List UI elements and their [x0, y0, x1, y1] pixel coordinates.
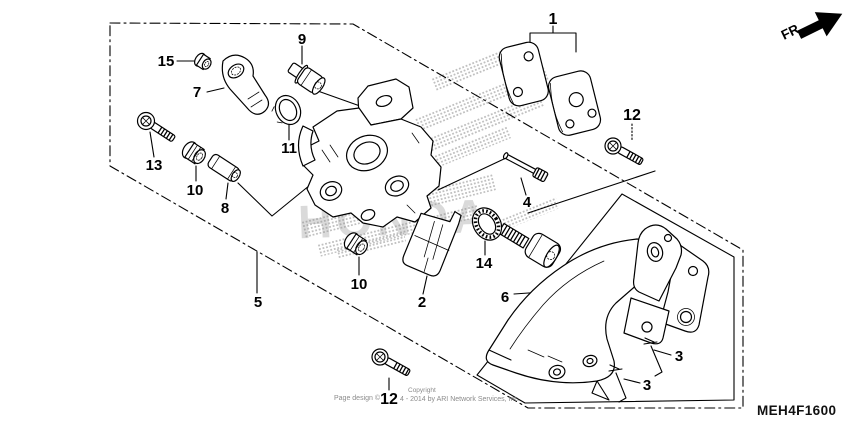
leader-2 [422, 275, 428, 295]
part-9-drawing [287, 62, 326, 95]
leader-7 [206, 87, 225, 93]
part-label-12b[interactable]: 12 [380, 391, 398, 408]
part-label-11[interactable]: 11 [281, 140, 297, 157]
part-label-8[interactable]: 8 [221, 200, 229, 217]
bracket-solid-boundary [476, 193, 735, 404]
part-label-7[interactable]: 7 [193, 84, 201, 101]
part-label-4[interactable]: 4 [523, 194, 532, 211]
copyright-line1: Copyright [408, 387, 436, 394]
part-12b-drawing [371, 348, 411, 376]
part-label-13[interactable]: 13 [146, 157, 163, 174]
part-10b-drawing [343, 232, 368, 256]
part-label-15[interactable]: 15 [158, 53, 175, 70]
part-2-drawing [402, 211, 462, 277]
part-bracket-drawing [485, 224, 710, 401]
part-label-12a[interactable]: 12 [623, 107, 641, 124]
part-label-6[interactable]: 6 [501, 289, 509, 306]
copyright-line2-right: 4 - 2014 by ARI Network Services, Inc. [400, 396, 520, 403]
part-7-drawing [221, 54, 270, 115]
part-label-3a[interactable]: 3 [675, 348, 683, 365]
subassembly-dashed-boundary [109, 22, 744, 409]
part-4-drawing [502, 152, 549, 183]
diagram-code: MEH4F1600 [757, 403, 837, 418]
part-14-drawing [471, 207, 503, 241]
part-label-2[interactable]: 2 [418, 294, 426, 311]
part-label-10a[interactable]: 10 [187, 182, 204, 199]
part-11-drawing [271, 94, 302, 126]
leader-1 [529, 25, 577, 53]
part-pad-b-drawing [547, 70, 602, 136]
part-pad-a-drawing [498, 41, 549, 107]
axis-line-9 [314, 89, 361, 107]
part-3b-drawing [608, 364, 627, 403]
leader-13 [149, 131, 155, 158]
leader-3b [623, 378, 641, 384]
part-label-5[interactable]: 5 [254, 294, 262, 311]
front-direction-indicator: FR. [779, 12, 843, 43]
leader-3a [653, 349, 672, 356]
part-3a-drawing [643, 337, 663, 377]
copyright-line2-left: Page design © [334, 395, 381, 402]
axis-line-12 [527, 170, 656, 214]
leader-4 [520, 177, 527, 196]
part-adjuster-drawing [497, 222, 562, 268]
leader-8 [225, 182, 229, 200]
part-10a-drawing [181, 141, 206, 165]
part-caliper-drawing [297, 78, 442, 228]
part-label-9[interactable]: 9 [298, 31, 306, 48]
part-label-3b[interactable]: 3 [643, 377, 651, 394]
front-marker-text: FR. [779, 20, 805, 43]
axis-line-4 [437, 157, 507, 191]
part-8-drawing [207, 153, 241, 182]
part-12a-drawing [604, 137, 644, 165]
part-label-14[interactable]: 14 [476, 255, 493, 272]
part-15-drawing [194, 52, 212, 71]
part-label-1[interactable]: 1 [549, 11, 558, 28]
part-label-10b[interactable]: 10 [351, 276, 368, 293]
part-13-drawing [136, 111, 176, 142]
